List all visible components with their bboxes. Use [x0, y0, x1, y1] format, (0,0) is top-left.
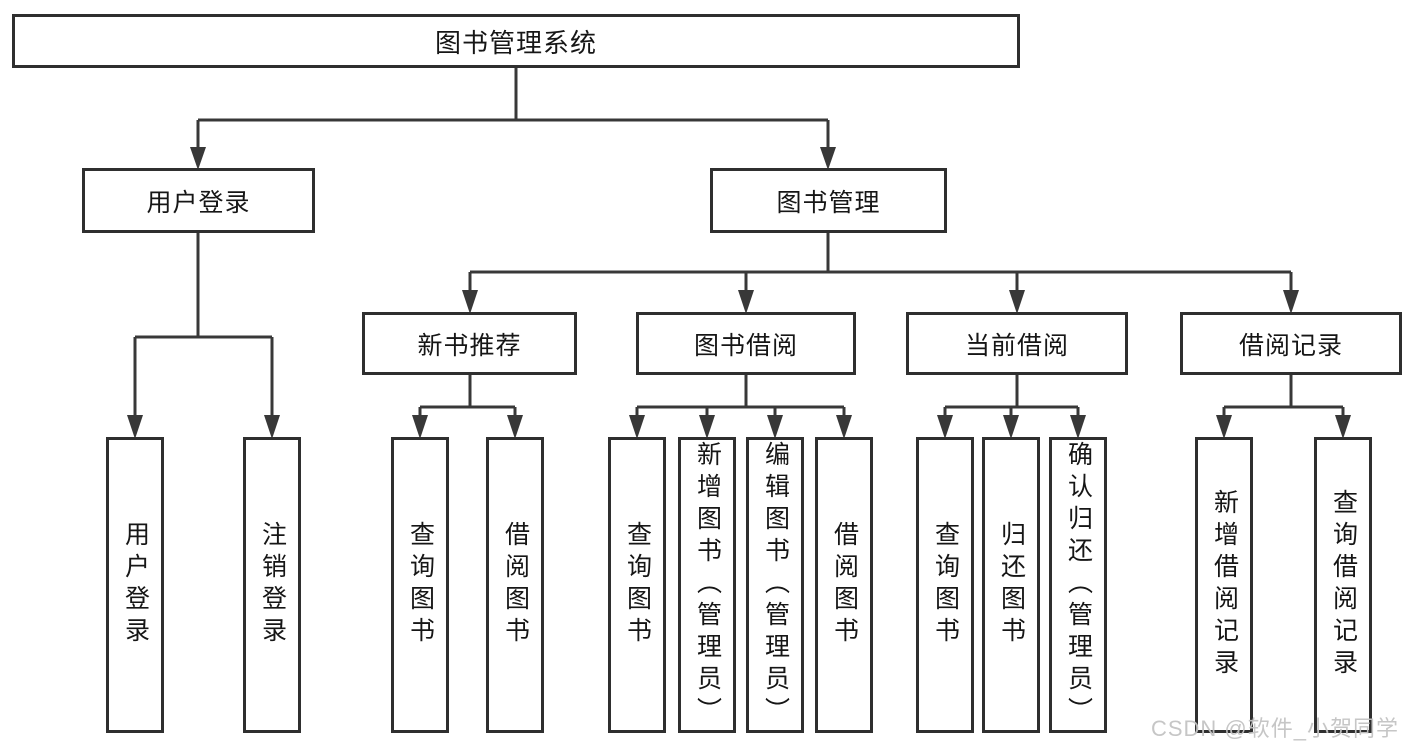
leaf-confirm-return-admin-label: 确认归还（管理员） — [1064, 441, 1093, 729]
leaf-add-borrow-record-label: 新增借阅记录 — [1210, 489, 1239, 681]
leaf-user-login-label: 用户登录 — [121, 521, 150, 649]
leaf-borrow-books-1: 借阅图书 — [486, 437, 544, 733]
leaf-borrow-books-2-label: 借阅图书 — [830, 521, 859, 649]
leaf-query-books-3-label: 查询图书 — [931, 521, 960, 649]
leaf-logout: 注销登录 — [243, 437, 301, 733]
leaf-query-books-2: 查询图书 — [608, 437, 666, 733]
leaf-query-books-1: 查询图书 — [391, 437, 449, 733]
leaf-borrow-books-1-label: 借阅图书 — [501, 521, 530, 649]
leaf-confirm-return-admin: 确认归还（管理员） — [1049, 437, 1107, 733]
node-new-book-recommend: 新书推荐 — [362, 312, 577, 375]
leaf-borrow-books-2: 借阅图书 — [815, 437, 873, 733]
leaf-query-borrow-record: 查询借阅记录 — [1314, 437, 1372, 733]
node-book-borrowing: 图书借阅 — [636, 312, 856, 375]
node-user-login-branch: 用户登录 — [82, 168, 315, 233]
csdn-watermark: CSDN @软件_小贺同学 — [1150, 716, 1399, 741]
leaf-logout-label: 注销登录 — [258, 521, 287, 649]
leaf-query-books-1-label: 查询图书 — [406, 521, 435, 649]
leaf-query-borrow-record-label: 查询借阅记录 — [1329, 489, 1358, 681]
node-library-system: 图书管理系统 — [12, 14, 1020, 68]
leaf-add-borrow-record: 新增借阅记录 — [1195, 437, 1253, 733]
leaf-edit-books-admin: 编辑图书（管理员） — [746, 437, 804, 733]
node-book-management-branch: 图书管理 — [710, 168, 947, 233]
node-current-borrowing: 当前借阅 — [906, 312, 1128, 375]
leaf-add-books-admin-label: 新增图书（管理员） — [693, 441, 722, 729]
leaf-user-login: 用户登录 — [106, 437, 164, 733]
leaf-query-books-3: 查询图书 — [916, 437, 974, 733]
node-borrowing-records: 借阅记录 — [1180, 312, 1402, 375]
leaf-add-books-admin: 新增图书（管理员） — [678, 437, 736, 733]
leaf-return-books: 归还图书 — [982, 437, 1040, 733]
leaf-query-books-2-label: 查询图书 — [623, 521, 652, 649]
leaf-edit-books-admin-label: 编辑图书（管理员） — [761, 441, 790, 729]
leaf-return-books-label: 归还图书 — [997, 521, 1026, 649]
